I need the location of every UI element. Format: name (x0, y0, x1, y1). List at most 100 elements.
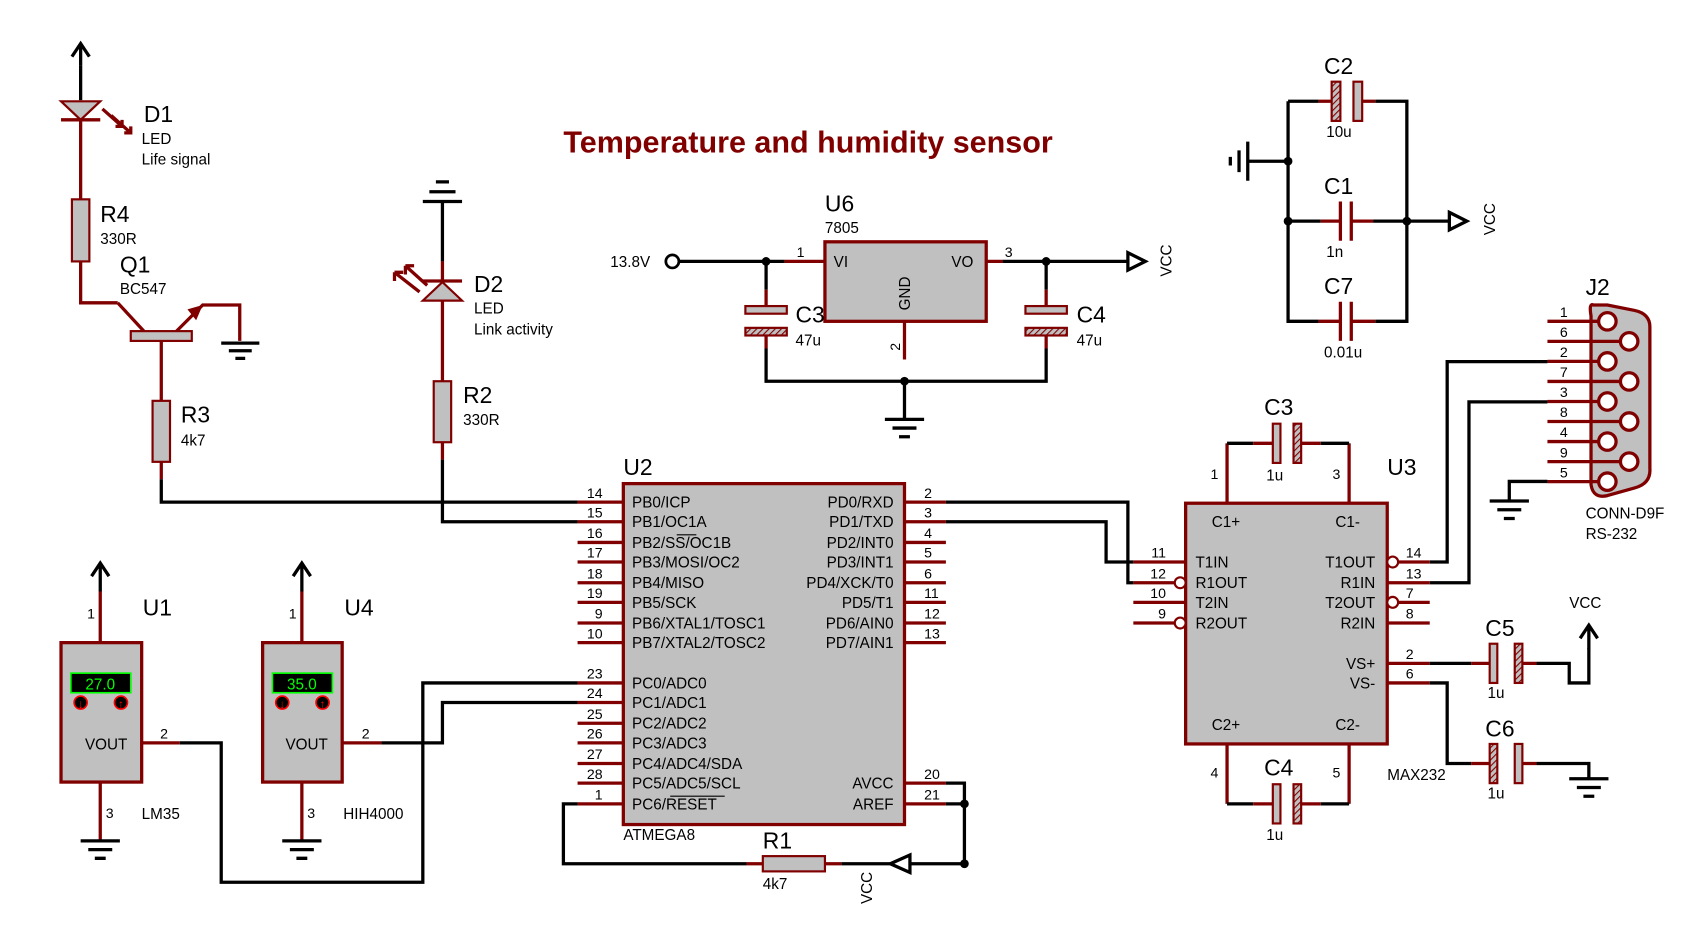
capacitor-c2[interactable] (1318, 80, 1376, 122)
capacitor-c7[interactable] (1318, 301, 1376, 341)
transceiver-u3[interactable]: 11T1IN12R1OUT10T2IN9R2OUT14T1OUT13R1IN7T… (1133, 443, 1430, 804)
capacitor-c5[interactable] (1471, 642, 1537, 685)
u2-pin-label: PC3/ADC3 (632, 735, 707, 752)
j2-pin-socket (1618, 411, 1640, 432)
u4-increase-button[interactable] (315, 695, 330, 710)
u2-pin-label: PD5/T1 (842, 595, 894, 612)
u6-vi-label: VI (834, 254, 848, 271)
power-arrow-u1 (90, 560, 111, 592)
u2-pin-label: PD6/AIN0 (826, 615, 894, 632)
u6-pin-out: 3 (1005, 245, 1013, 261)
u1-value: LM35 (142, 806, 180, 823)
u2-pin-label: PC2/ADC2 (632, 716, 707, 733)
u2-pin-label: PD1/TXD (829, 514, 893, 531)
j2-pin-socket (1597, 351, 1618, 372)
vcc-arrow-u6 (1126, 250, 1149, 273)
u2-pin-number: 24 (587, 686, 603, 702)
capacitor-c1[interactable] (1320, 201, 1374, 241)
c1-ref: C1 (1324, 173, 1353, 199)
led-d2[interactable] (392, 261, 465, 382)
transistor-q1[interactable] (116, 301, 242, 401)
resistor-r3[interactable] (151, 399, 172, 463)
u2-pin-number: 5 (924, 546, 932, 562)
resistor-r1[interactable] (746, 855, 842, 873)
u3-pin-number: 14 (1406, 546, 1422, 562)
d1-value: LED (142, 131, 172, 148)
j2-pin-socket (1618, 331, 1640, 352)
u2-pin-label: PB2/SS/OC1B (632, 535, 731, 552)
u2-pin-number: 3 (924, 505, 932, 521)
u6-pin-gnd: 2 (888, 343, 904, 351)
d2-value: LED (474, 301, 504, 318)
c6-ref: C6 (1485, 715, 1514, 741)
d2-note: Link activity (474, 321, 553, 338)
ground-u4 (282, 839, 322, 860)
vcc-label-decoupling: VCC (1482, 203, 1499, 235)
u2-pin-label: PC1/ADC1 (632, 695, 707, 712)
vcc-arrow-c5 (1578, 622, 1599, 650)
arrow-down-icon: ↓ (78, 697, 84, 711)
u3-pin-number: 2 (1406, 647, 1414, 663)
u1-decrease-button[interactable] (73, 695, 88, 710)
sensor-u4[interactable]: 35.0 ↓ ↑ VOUT (260, 591, 382, 841)
c4b-value: 1u (1266, 827, 1283, 844)
arrow-down-icon: ↓ (279, 697, 285, 711)
sensor-u1[interactable]: 27.0 ↓ ↑ VOUT (59, 591, 180, 841)
u3-pin-label: R2IN (1340, 615, 1375, 632)
u4-pin2: 2 (362, 726, 370, 742)
u1-vout-label: VOUT (85, 736, 127, 753)
c5-ref: C5 (1485, 615, 1514, 641)
inverter-bubble (1173, 616, 1187, 630)
capacitor-c4-1u[interactable] (1253, 783, 1321, 825)
u2-pin-label: PB6/XTAL1/TOSC1 (632, 615, 765, 632)
u3-pin-label: T2OUT (1325, 595, 1375, 612)
u3-pin-number: 10 (1150, 586, 1166, 602)
capacitor-c4-47u[interactable] (1024, 289, 1068, 349)
wire-uart (945, 500, 1134, 585)
d1-ref: D1 (144, 101, 173, 127)
u1-display (70, 672, 132, 694)
u2-pin-number: 21 (924, 787, 940, 803)
capacitor-c3-1u[interactable] (1253, 422, 1321, 465)
regulator-u6[interactable] (823, 240, 988, 323)
u2-pin-label: PD7/AIN1 (826, 635, 894, 652)
resistor-r2[interactable] (432, 380, 453, 444)
j2-pin-number: 8 (1560, 405, 1568, 421)
vcc-arrow-decoupling (1447, 209, 1471, 233)
u2-pin-number: 4 (924, 526, 932, 542)
input-terminal[interactable] (664, 253, 681, 270)
microcontroller-u2[interactable]: 14PB0/ICP15PB1/OC1A16PB2/SS/OC1B17PB3/MO… (577, 481, 946, 827)
r1-ref: R1 (763, 828, 792, 854)
r1-value: 4k7 (763, 876, 788, 893)
led-d1[interactable] (58, 100, 133, 200)
c7-value: 0.01u (1324, 344, 1362, 361)
inverter-bubble (1173, 576, 1187, 590)
vcc-arrow-reset (886, 852, 912, 875)
c3a-ref: C3 (796, 301, 825, 327)
wire-pb0 (159, 479, 578, 504)
u3-pin-label: R2OUT (1195, 615, 1247, 632)
capacitor-c3-47u[interactable] (744, 289, 788, 349)
ground-decoupling (1228, 141, 1250, 181)
u3-pin-number: 6 (1406, 667, 1414, 683)
u4-decrease-button[interactable] (274, 695, 290, 710)
u2-pin-number: 10 (587, 626, 603, 642)
u2-pin-label: PC5/ADC5/SCL (632, 776, 741, 793)
j2-pin-socket (1597, 431, 1618, 452)
r3-ref: R3 (181, 402, 210, 428)
u1-increase-button[interactable] (113, 695, 129, 710)
u3-pin-number: 13 (1406, 566, 1422, 582)
j2-pin-number: 9 (1560, 445, 1568, 461)
u6-ref: U6 (825, 190, 854, 216)
inverter-bubble (1386, 595, 1400, 609)
u4-value: HIH4000 (343, 806, 403, 823)
j2-pin-number: 6 (1560, 325, 1568, 341)
u3-pin-label: T1IN (1195, 554, 1228, 571)
u2-pin-label: PC4/ADC4/SDA (632, 756, 743, 773)
resistor-r4[interactable] (70, 198, 91, 263)
u2-pin-number: 16 (587, 526, 603, 542)
ground-u1 (80, 839, 120, 860)
capacitor-c6[interactable] (1471, 742, 1537, 785)
u4-display-value: 35.0 (287, 676, 317, 693)
